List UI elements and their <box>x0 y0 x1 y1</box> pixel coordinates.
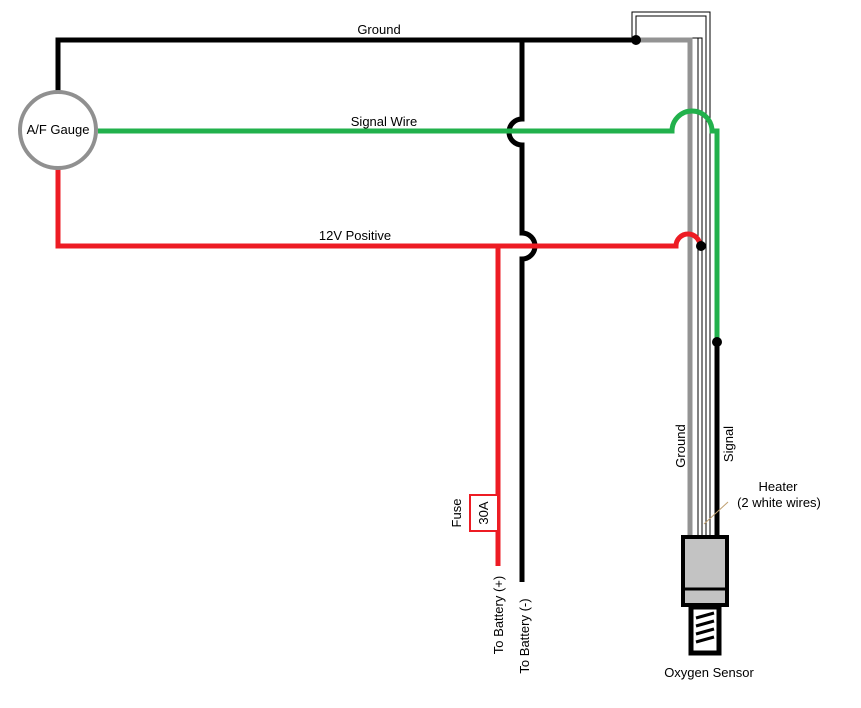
fuse-rating-label: 30A <box>476 501 491 524</box>
fuse-box <box>469 494 499 532</box>
fuse-label: Fuse <box>449 499 464 528</box>
positive-junction-dot <box>696 241 706 251</box>
positive-wire <box>55 168 703 249</box>
oxygen-sensor-label: Oxygen Sensor <box>664 665 754 680</box>
sensor-signal-label: Signal <box>721 426 736 462</box>
sensor-threads <box>695 611 715 644</box>
heater-detail-label: (2 white wires) <box>737 495 821 510</box>
positive-label: 12V Positive <box>319 228 391 243</box>
ground-junction-dot <box>631 35 641 45</box>
af-gauge-label: A/F Gauge <box>27 122 90 137</box>
sensor-ground-wire <box>636 37 693 538</box>
sensor-ground-label: Ground <box>673 424 688 467</box>
heater-wire-1 <box>631 11 711 538</box>
heater-wires <box>631 11 711 538</box>
heater-wire-2 <box>635 15 707 538</box>
af-gauge <box>18 90 98 170</box>
signal-wire-label: Signal Wire <box>351 114 417 129</box>
battery-positive-label: To Battery (+) <box>491 576 506 654</box>
battery-negative-wire <box>506 40 538 582</box>
heater-leader-line <box>703 501 729 525</box>
ground-label: Ground <box>357 22 400 37</box>
battery-negative-label: To Battery (-) <box>517 598 532 673</box>
oxygen-sensor <box>681 535 729 656</box>
ground-wire <box>55 37 636 92</box>
signal-junction-dot <box>712 337 722 347</box>
signal-wire <box>98 108 720 342</box>
heater-label: Heater <box>758 479 798 494</box>
sensor-body <box>681 535 729 607</box>
